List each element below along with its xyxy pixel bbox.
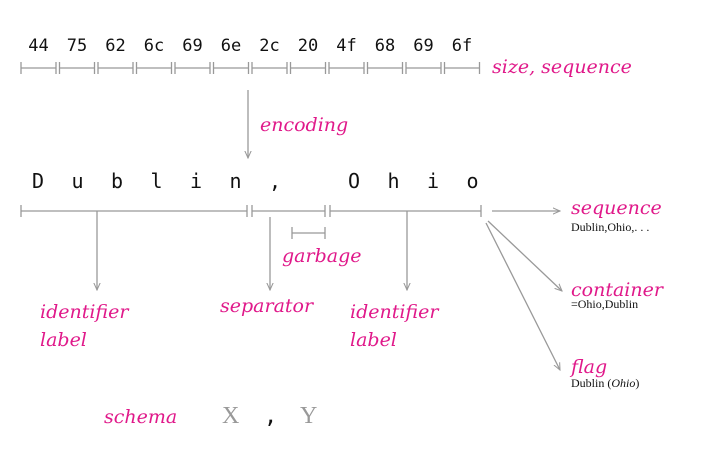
- hex-byte: 68: [375, 36, 395, 56]
- byte-size-segment: [212, 62, 250, 74]
- byte-size-segment: [20, 62, 57, 74]
- decoded-char: n: [229, 169, 241, 193]
- hex-byte: 69: [182, 36, 202, 56]
- byte-size-segment: [366, 62, 404, 74]
- decoded-char: O: [348, 169, 360, 193]
- decoded-char: ,: [269, 169, 281, 193]
- byte-size-segment: [135, 62, 173, 74]
- decoded-char: l: [150, 169, 162, 193]
- sequence-label: sequence: [571, 197, 662, 219]
- byte-size-segment: [97, 62, 134, 74]
- identifier-2-sublabel: label: [350, 329, 397, 351]
- hex-byte: 44: [28, 36, 48, 56]
- container-arrow: [487, 220, 562, 291]
- identifier-1-sublabel: label: [40, 329, 87, 351]
- decoded-char: u: [71, 169, 83, 193]
- schema-y: Y: [300, 403, 317, 429]
- schema-comma: ,: [264, 404, 277, 429]
- decoded-char: i: [427, 169, 439, 193]
- separator-label: separator: [220, 295, 315, 317]
- byte-size-segment: [443, 62, 481, 74]
- encoding-label: encoding: [260, 114, 348, 136]
- schema-label: schema: [104, 406, 177, 428]
- byte-size-segment: [289, 62, 327, 74]
- token-segments: [20, 205, 482, 239]
- hex-byte-row: 44 75 62 6c 69 6e 2c 20 4f 68 69 6f: [28, 36, 472, 56]
- decoded-char: h: [387, 169, 399, 193]
- decoded-char: D: [32, 169, 44, 193]
- schema-x: X: [222, 403, 239, 429]
- byte-size-segment: [174, 62, 211, 74]
- decoded-char: o: [466, 169, 478, 193]
- hex-byte: 2c: [259, 36, 279, 56]
- byte-size-segment: [251, 62, 288, 74]
- hex-byte: 20: [298, 36, 318, 56]
- hex-byte: 69: [413, 36, 433, 56]
- hex-byte: 6e: [221, 36, 241, 56]
- hex-byte: 4f: [336, 36, 356, 56]
- flag-arrow: [485, 222, 561, 370]
- identifier-2-label: identifier: [350, 301, 440, 323]
- byte-size-segment: [405, 62, 442, 74]
- flag-label: flag: [569, 356, 607, 378]
- byte-size-segment: [328, 62, 365, 74]
- identifier-1-label: identifier: [40, 301, 130, 323]
- decoded-char: b: [111, 169, 123, 193]
- byte-size-segments: [20, 62, 481, 74]
- decoded-char: i: [190, 169, 202, 193]
- container-label: container: [571, 279, 665, 301]
- byte-size-segment: [58, 62, 96, 74]
- container-example: =Ohio,Dublin: [571, 297, 638, 311]
- hex-byte: 6c: [144, 36, 164, 56]
- garbage-label: garbage: [282, 245, 361, 267]
- hex-byte: 62: [105, 36, 125, 56]
- size-sequence-label: size, sequence: [492, 56, 632, 78]
- hex-byte: 75: [67, 36, 87, 56]
- hex-byte: 6f: [452, 36, 472, 56]
- sequence-example: Dublin,Ohio,. . .: [571, 220, 649, 234]
- flag-example: Dublin (Ohio): [571, 376, 639, 390]
